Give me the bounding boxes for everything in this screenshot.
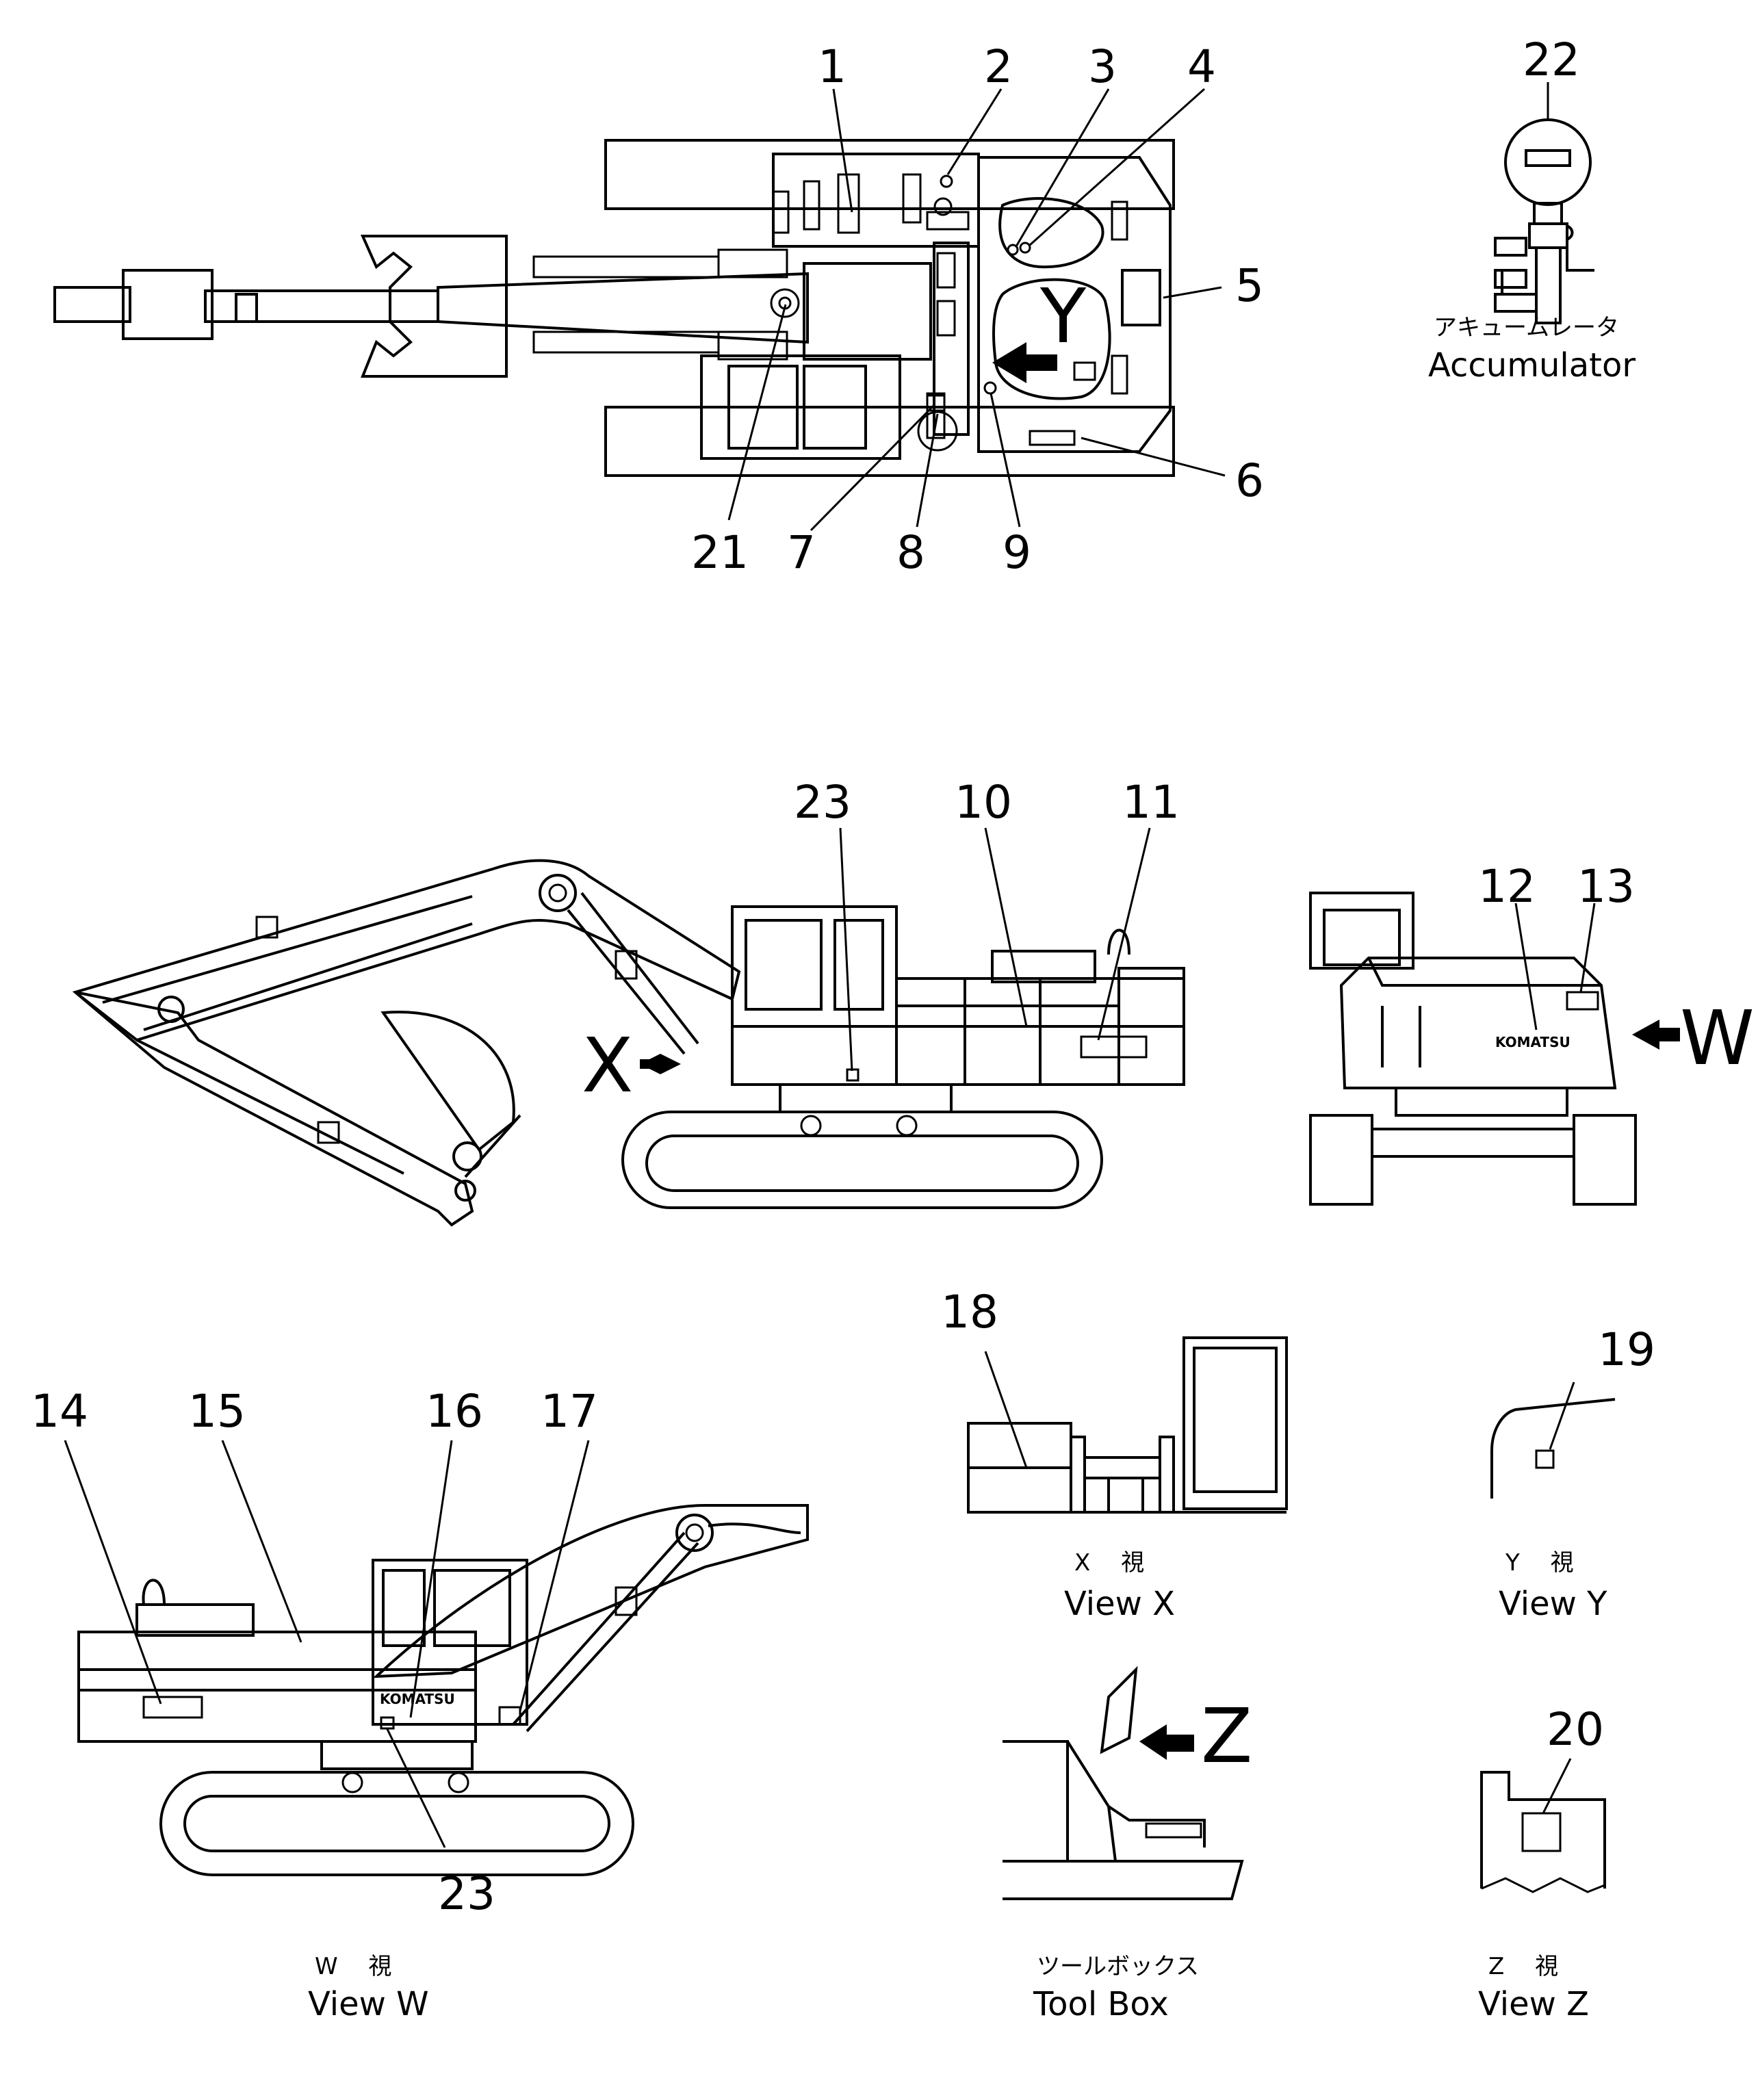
view-x-drawing (967, 1336, 1288, 1514)
accumulator-caption-jp: アキュームレータ (1434, 314, 1619, 341)
view-y-drawing (1490, 1382, 1616, 1499)
view-x-caption-jp: X 視 (1074, 1549, 1144, 1577)
callout-23-view-w: 23 (438, 1867, 495, 1920)
rear-view (1309, 892, 1680, 1206)
callout-22: 22 (1523, 34, 1580, 86)
callout-13: 13 (1577, 860, 1635, 913)
callout-21: 21 (691, 526, 749, 579)
callout-23-side: 23 (794, 776, 851, 829)
toolbox-drawing (1003, 1665, 1244, 1900)
view-y-caption-jp: Y 視 (1505, 1549, 1574, 1577)
accumulator-caption-en: Accumulator (1428, 346, 1636, 385)
view-z-caption-en: View Z (1478, 1985, 1589, 2023)
view-marker-w: W (1680, 994, 1755, 1082)
side-view-left (72, 827, 1185, 1227)
view-y-caption-en: View Y (1499, 1585, 1607, 1623)
callout-9: 9 (1003, 526, 1031, 579)
top-view (53, 88, 1226, 532)
view-marker-x: X (582, 1022, 633, 1109)
callout-12: 12 (1478, 860, 1536, 913)
view-w-drawing (64, 1440, 809, 1876)
view-w-caption-jp: W 視 (315, 1953, 391, 1980)
callout-6: 6 (1235, 454, 1264, 507)
view-z-drawing (1480, 1758, 1606, 1893)
toolbox-caption-en: Tool Box (1033, 1985, 1169, 2023)
callout-1: 1 (818, 40, 846, 93)
callout-11: 11 (1122, 776, 1180, 829)
toolbox-caption-jp: ツールボックス (1037, 1953, 1199, 1980)
callout-17: 17 (541, 1385, 598, 1438)
komatsu-logo-rear: KOMATSU (1495, 1034, 1570, 1050)
view-w-caption-en: View W (308, 1985, 429, 2023)
callout-2: 2 (984, 40, 1013, 93)
view-z-caption-jp: Z 視 (1488, 1953, 1558, 1980)
view-x-caption-en: View X (1064, 1585, 1175, 1623)
callout-18: 18 (941, 1286, 998, 1338)
accumulator-drawing (1494, 82, 1594, 324)
callout-15: 15 (188, 1385, 246, 1438)
callout-16: 16 (426, 1385, 483, 1438)
view-marker-y: Y (1039, 272, 1087, 360)
callout-7: 7 (787, 526, 816, 579)
callout-19: 19 (1598, 1323, 1655, 1376)
komatsu-logo-side: KOMATSU (380, 1691, 455, 1707)
callout-4: 4 (1187, 40, 1216, 93)
callout-14: 14 (31, 1385, 88, 1438)
view-marker-z: Z (1201, 1692, 1252, 1780)
callout-10: 10 (955, 776, 1012, 829)
callout-8: 8 (896, 526, 925, 579)
callout-20: 20 (1547, 1703, 1604, 1756)
callout-5: 5 (1235, 259, 1264, 312)
callout-3: 3 (1088, 40, 1117, 93)
